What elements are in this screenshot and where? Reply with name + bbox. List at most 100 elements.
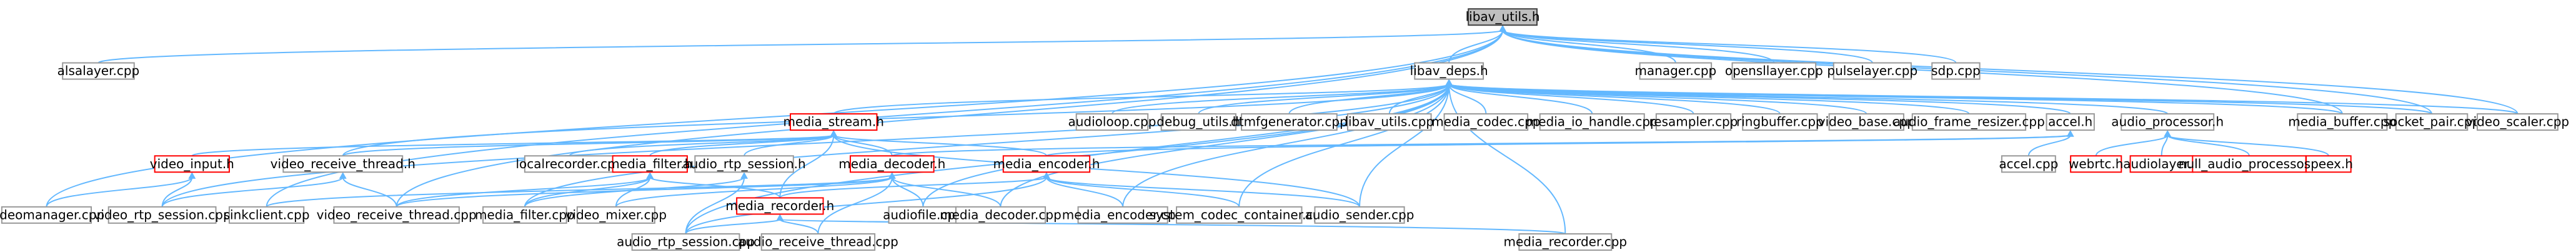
node-label: media_decoder.cpp (940, 207, 1062, 222)
node-box (790, 113, 878, 131)
node-alsalayer-cpp[interactable]: alsalayer.cpp (57, 62, 140, 80)
node-localrecorder-cpp[interactable]: localrecorder.cpp (515, 155, 623, 173)
node-label: audio_receive_thread.cpp (738, 234, 898, 249)
node-label: video_scaler.cpp (2466, 114, 2569, 129)
node-media-recorder-h[interactable]: media_recorder.h (725, 197, 834, 215)
node-audioloop-cpp[interactable]: audioloop.cpp (1068, 113, 1156, 131)
node-label: opensllayer.cpp (1725, 63, 1823, 78)
node-label: debug_utils.h (1156, 114, 1240, 129)
node-system-codec-container-cpp[interactable]: system_codec_container.cpp (1150, 206, 1329, 224)
node-audiolayer-h[interactable]: audiolayer.h (2123, 155, 2200, 173)
node-video-receive-thread-h[interactable]: video_receive_thread.h (271, 155, 415, 173)
node-box (282, 155, 404, 173)
node-label: media_filter.cpp (475, 207, 575, 222)
node-webrtc-h[interactable]: webrtc.h (2069, 155, 2123, 173)
node-label: audiofile.cpp (883, 207, 963, 222)
node-label: media_io_handle.cpp (1526, 114, 1658, 129)
node-media-decoder-cpp[interactable]: media_decoder.cpp (940, 206, 1062, 224)
node-videomanager-cpp[interactable]: videomanager.cpp (0, 206, 104, 224)
node-sinkclient-cpp[interactable]: sinkclient.cpp (224, 206, 310, 224)
node-media-codec-cpp[interactable]: media_codec.cpp (1431, 113, 1541, 131)
node-ringbuffer-cpp[interactable]: ringbuffer.cpp (1736, 113, 1824, 131)
include-edge-libav_deps_h-to-media_encoder_cpp (1122, 79, 1453, 207)
node-label: media_codec.cpp (1431, 114, 1540, 129)
node-box (2129, 155, 2194, 173)
node-socket-pair-cpp[interactable]: socket_pair.cpp (2384, 113, 2480, 131)
node-audio-rtp-session-h[interactable]: audio_rtp_session.h (682, 155, 806, 173)
node-debug-utils-h[interactable]: debug_utils.h (1156, 113, 1240, 131)
node-audio-sender-cpp[interactable]: audio_sender.cpp (1305, 206, 1415, 224)
node-media-filter-cpp[interactable]: media_filter.cpp (475, 206, 575, 224)
node-libav-deps-h[interactable]: libav_deps.h (1410, 62, 1488, 80)
node-box (2395, 113, 2469, 131)
node-box (2297, 113, 2388, 131)
node-box (1518, 233, 1613, 251)
node-null-audio-processor-h[interactable]: null_audio_processor.h (2179, 155, 2320, 173)
include-edge-accel_h-to-media_decoder_h (891, 130, 2074, 157)
node-box (612, 155, 688, 173)
node-audio-processor-h[interactable]: audio_processor.h (2111, 113, 2224, 131)
node-media-encoder-cpp[interactable]: media_encoder.cpp (1062, 206, 1184, 224)
node-box (62, 62, 135, 80)
node-box (1911, 113, 2027, 131)
node-media-io-handle-cpp[interactable]: media_io_handle.cpp (1526, 113, 1658, 131)
node-media-encoder-h[interactable]: media_encoder.h (993, 155, 1100, 173)
node-label: audio_sender.cpp (1305, 207, 1415, 222)
include-edge-media_filter_h-to-video_receive_thread_cpp (395, 172, 654, 208)
node-box (849, 155, 935, 173)
node-box (1160, 113, 1236, 131)
node-video-rtp-session-cpp[interactable]: video_rtp_session.cpp (94, 206, 231, 224)
node-speex-h[interactable]: speex.h (2304, 155, 2353, 173)
include-edge-libav_utils_h-to-manager_cpp (1499, 25, 1676, 63)
node-video-scaler-cpp[interactable]: video_scaler.cpp (2466, 113, 2569, 131)
node-label: manager.cpp (1634, 63, 1716, 78)
node-video-mixer-cpp[interactable]: video_mixer.cpp (565, 206, 667, 224)
node-media-recorder-cpp[interactable]: media_recorder.cpp (1503, 233, 1627, 251)
node-media-buffer-cpp[interactable]: media_buffer.cpp (2288, 113, 2396, 131)
node-media-filter-h[interactable]: media_filter.h (607, 155, 692, 173)
node-label: socket_pair.cpp (2384, 114, 2480, 129)
node-audiofile-cpp[interactable]: audiofile.cpp (883, 206, 963, 224)
include-edge-video_receive_thread_h-to-video_receive_thread_cpp (339, 172, 397, 208)
node-box (1002, 155, 1091, 173)
node-box (1931, 62, 1981, 80)
include-edge-media_encoder_h-to-media_encoder_cpp (1043, 172, 1124, 208)
node-audio-rtp-session-cpp[interactable]: audio_rtp_session.cpp (617, 233, 755, 251)
node-box (1176, 206, 1303, 224)
node-box (760, 233, 876, 251)
node-box (107, 206, 217, 224)
node-box (694, 155, 794, 173)
node-box (2477, 113, 2559, 131)
node-box (631, 233, 740, 251)
node-label: audio_rtp_session.h (682, 156, 805, 171)
node-label: audio_frame_resizer.cpp (1893, 114, 2045, 129)
node-accel-h[interactable]: accel.h (2046, 113, 2095, 131)
node-box (1, 206, 92, 224)
node-audio-frame-resizer-cpp[interactable]: audio_frame_resizer.cpp (1893, 113, 2045, 131)
node-audio-receive-thread-cpp[interactable]: audio_receive_thread.cpp (738, 233, 898, 251)
node-box (576, 206, 655, 224)
node-box (2305, 155, 2352, 173)
node-video-base-cpp[interactable]: video_base.cpp (1818, 113, 1915, 131)
node-libav-utils-h[interactable]: libav_utils.h (1466, 8, 1540, 26)
node-box (1639, 62, 1713, 80)
node-accel-cpp[interactable]: accel.cpp (1999, 155, 2058, 173)
node-media-decoder-h[interactable]: media_decoder.h (838, 155, 945, 173)
node-dtmfgenerator-cpp[interactable]: dtmfgenerator.cpp (1231, 113, 1348, 131)
node-sdp-cpp[interactable]: sdp.cpp (1931, 62, 1981, 80)
node-resampler-cpp[interactable]: resampler.cpp (1649, 113, 1738, 131)
node-opensllayer-cpp[interactable]: opensllayer.cpp (1725, 62, 1823, 80)
node-label: webrtc.h (2069, 156, 2123, 171)
node-libav-utils-cpp[interactable]: libav_utils.cpp (1345, 113, 1434, 131)
node-label: audioloop.cpp (1068, 114, 1156, 129)
node-pulselayer-cpp[interactable]: pulselayer.cpp (1827, 62, 1917, 80)
node-layer: libav_utils.h alsalayer.cpp libav_deps.h ma… (0, 8, 2569, 251)
node-manager-cpp[interactable]: manager.cpp (1634, 62, 1716, 80)
include-edge-media_encoder_h-to-audio_sender_cpp (1043, 172, 1361, 208)
node-video-input-h[interactable]: video_input.h (150, 155, 234, 173)
node-label: accel.cpp (1999, 156, 2058, 171)
node-video-receive-thread-cpp[interactable]: video_receive_thread.cpp (317, 206, 477, 224)
node-media-stream-h[interactable]: media_stream.h (783, 113, 884, 131)
node-box (1655, 113, 1732, 131)
